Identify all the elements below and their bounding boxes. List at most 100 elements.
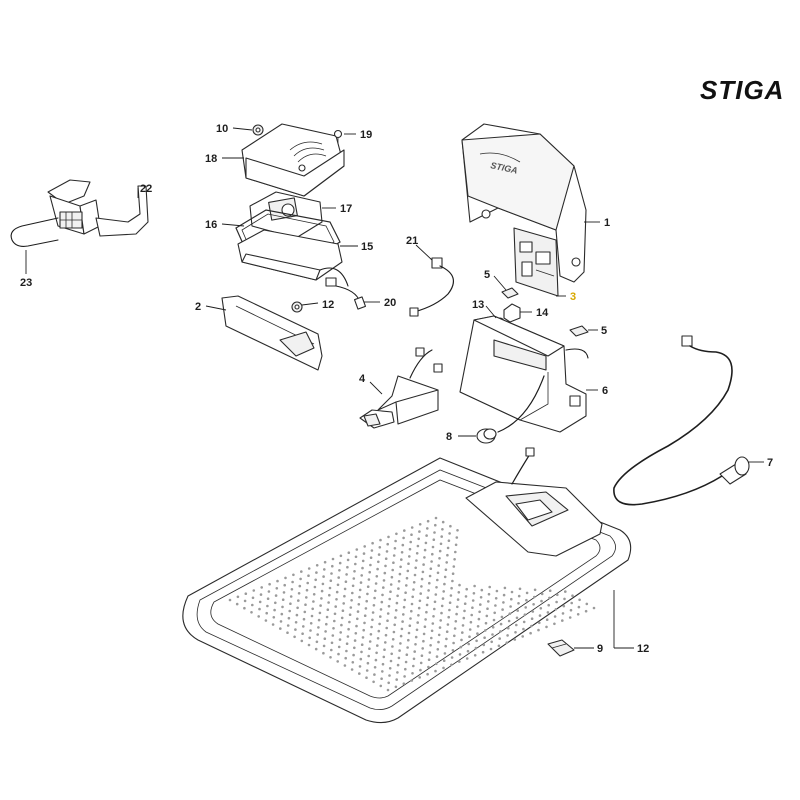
plate-perforation (484, 621, 488, 625)
plate-perforation (384, 564, 387, 568)
plate-perforation (400, 551, 404, 554)
callout-4: 4 (359, 373, 366, 385)
plate-perforation (381, 670, 384, 673)
plate-perforation (379, 684, 383, 688)
plate-perforation (329, 656, 332, 659)
plate-perforation (393, 623, 397, 627)
plate-perforation (363, 545, 367, 548)
callout-23: 23 (20, 277, 32, 289)
charging-contacts (359, 347, 443, 429)
plate-perforation (431, 552, 434, 556)
plate-perforation (569, 608, 573, 612)
plate-perforation (385, 626, 389, 630)
plate-perforation (434, 669, 437, 673)
plate-perforation (333, 619, 336, 623)
plate-perforation (448, 532, 451, 535)
plate-perforation (530, 624, 533, 628)
plate-perforation (412, 657, 416, 661)
callout-20: 20 (384, 297, 396, 309)
bushing-14 (503, 303, 521, 323)
connector-5b (569, 325, 589, 337)
screw-19 (333, 129, 343, 143)
plate-perforation (446, 623, 450, 626)
plate-perforation (392, 554, 396, 557)
callout-21: 21 (406, 235, 418, 247)
plate-perforation (508, 612, 512, 615)
plate-perforation (370, 625, 373, 629)
plate-perforation (338, 561, 342, 565)
plate-perforation (389, 590, 392, 593)
plate-perforation (443, 652, 447, 655)
plate-perforation (417, 606, 421, 610)
plate-perforation (413, 573, 417, 577)
plate-perforation (412, 664, 415, 668)
plate-perforation (289, 595, 293, 598)
plate-perforation (450, 586, 453, 590)
plate-perforation (418, 523, 422, 526)
plate-perforation (337, 576, 341, 579)
plate-perforation (300, 639, 304, 643)
plate-perforation (445, 561, 449, 564)
plate-perforation (388, 597, 392, 601)
plate-perforation (410, 533, 413, 536)
plate-perforation (538, 621, 541, 625)
plate-perforation (475, 639, 478, 643)
plate-perforation (494, 597, 498, 600)
plate-perforation (562, 604, 566, 608)
plate-perforation (500, 615, 504, 619)
callout-3: 3 (570, 291, 576, 303)
plate-perforation (411, 595, 415, 599)
plate-perforation (364, 607, 368, 610)
plate-perforation (265, 611, 269, 615)
plate-perforation (412, 581, 416, 584)
plate-perforation (514, 631, 517, 634)
plate-perforation (445, 630, 449, 633)
plate-perforation (524, 606, 527, 609)
plate-perforation (347, 627, 350, 631)
plate-perforation (323, 637, 327, 640)
plate-perforation (357, 603, 361, 606)
plate-perforation (418, 599, 422, 603)
plate-perforation (426, 596, 430, 599)
plate-perforation (268, 582, 271, 586)
plate-perforation (491, 626, 495, 629)
plate-perforation (355, 548, 359, 551)
plate-perforation (404, 591, 407, 594)
plate-perforation (491, 633, 494, 636)
plate-perforation (356, 610, 360, 613)
plate-perforation (471, 606, 474, 609)
plate-perforation (440, 604, 444, 608)
plate-perforation (349, 606, 353, 609)
plate-perforation (427, 665, 430, 669)
plate-perforation (484, 629, 487, 632)
plate-perforation (443, 582, 446, 586)
plate-perforation (322, 575, 325, 578)
plate-perforation (414, 635, 418, 639)
plate-perforation (442, 590, 446, 593)
wire-clip (10, 217, 59, 247)
plate-perforation (387, 535, 390, 539)
plate-perforation (353, 570, 356, 573)
plate-perforation (375, 575, 379, 578)
plate-perforation (356, 617, 359, 621)
plate-perforation (410, 609, 413, 613)
plate-perforation (394, 539, 397, 543)
plate-perforation (456, 529, 459, 532)
plate-perforation (403, 675, 406, 678)
plate-perforation (413, 650, 417, 653)
plate-perforation (384, 641, 387, 644)
plate-perforation (415, 628, 419, 632)
plate-perforation (405, 584, 408, 587)
plate-perforation (423, 548, 427, 552)
plate-perforation (378, 622, 381, 626)
plate-perforation (402, 605, 406, 609)
plate-perforation (374, 589, 377, 593)
plate-perforation (322, 651, 325, 655)
plate-perforation (366, 592, 369, 596)
plate-perforation (546, 611, 550, 614)
plate-perforation (335, 590, 339, 594)
plate-perforation (288, 609, 292, 613)
plate-perforation (377, 629, 381, 633)
plate-perforation (331, 564, 334, 568)
plate-perforation (388, 674, 391, 677)
